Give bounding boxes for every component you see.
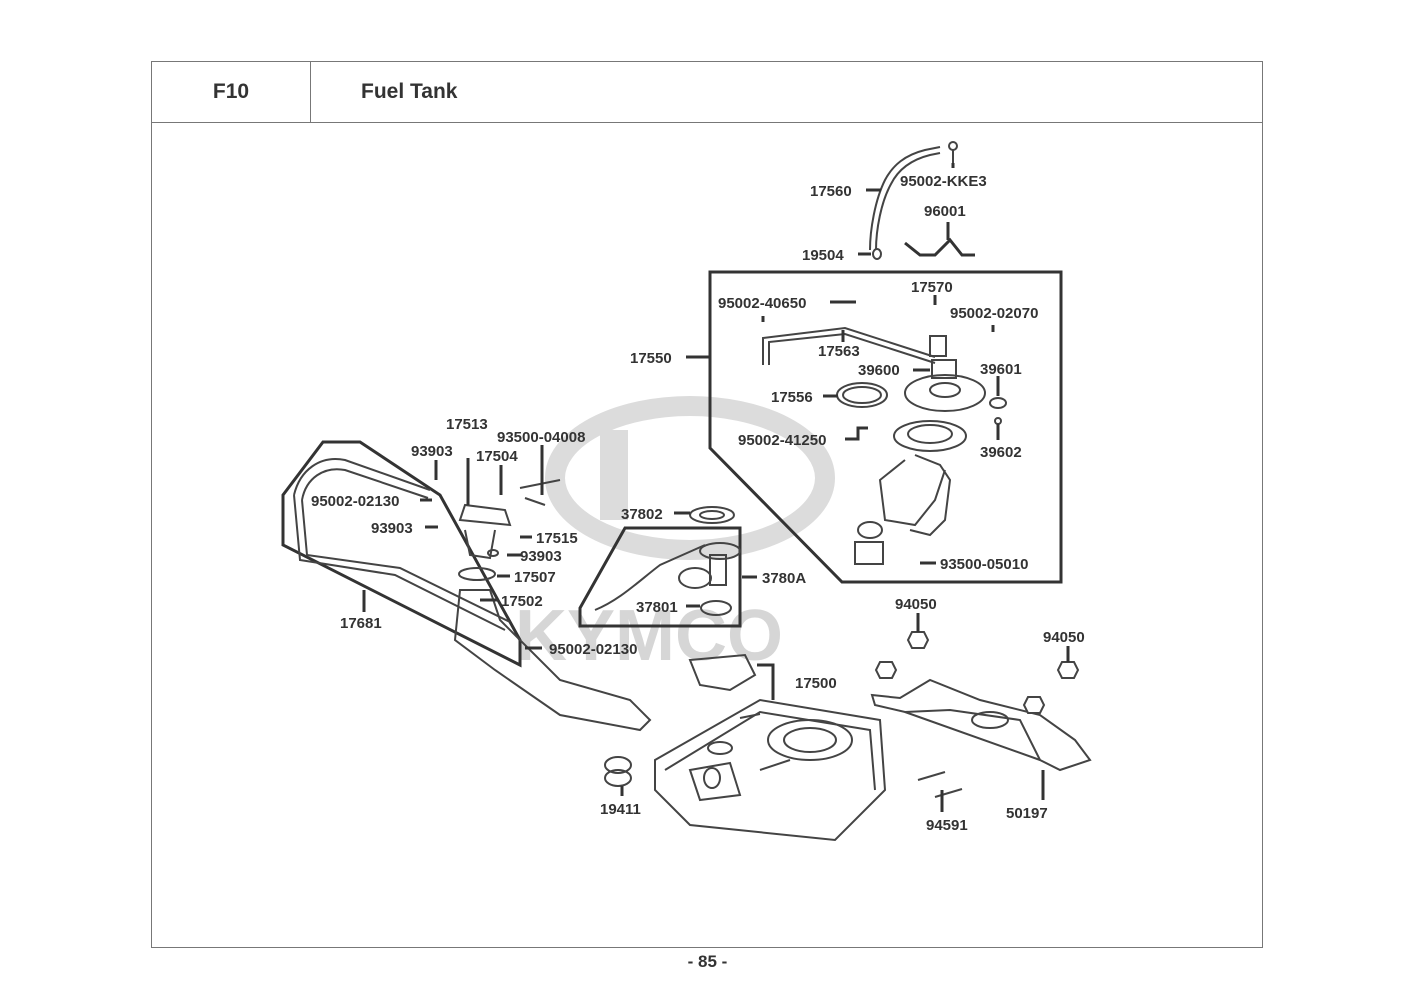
watermark-logo-ring [545,396,835,560]
group-box-17681 [281,440,522,668]
part-label: 17500 [795,675,837,692]
part-nut-94050-c [1056,661,1080,679]
part-pump-assembly [762,326,1007,565]
part-label: 17560 [810,183,852,200]
part-label: 94050 [895,596,937,613]
part-label: 93500-04008 [497,429,585,446]
part-label: 95002-02130 [549,641,637,658]
part-label: 37801 [636,599,678,616]
part-label: 94591 [926,817,968,834]
page-number: - 85 - [687,952,728,971]
part-filler-assembly [293,458,652,732]
part-label: 95002-02070 [950,305,1038,322]
part-label: 50197 [1006,805,1048,822]
part-clip-94591 [917,771,963,798]
part-label: 17515 [536,530,578,547]
part-fuel-tank-17500 [654,653,887,842]
part-nut-94050-a [906,631,930,649]
section-title: Fuel Tank [361,80,458,103]
section-header: F10 Fuel Tank [151,61,1263,122]
part-label: 17550 [630,350,672,367]
part-label: 19411 [600,801,641,818]
part-label: 95002-KKE3 [900,173,987,190]
kymco-watermark: KYMCO [515,396,835,676]
part-label: 37802 [621,506,663,523]
part-label: 95002-40650 [718,295,806,312]
group-box-3780A [578,526,742,628]
part-label: 39600 [858,362,900,379]
part-label: 94050 [1043,629,1085,646]
watermark-text: KYMCO [515,596,783,676]
part-nut-94050-d [1022,696,1046,714]
part-label: 17504 [476,448,518,465]
part-label: 93500-05010 [940,556,1028,573]
part-nut-94050-b [874,661,898,679]
part-label: 3780A [762,570,806,587]
part-label: 17570 [911,279,953,296]
part-label: 93903 [411,443,453,460]
part-label: 93903 [371,520,413,537]
part-label: 17681 [340,615,382,632]
part-label: 17563 [818,343,860,360]
part-label: 17513 [446,416,488,433]
part-label: 39601 [980,361,1022,378]
group-box-17550 [708,270,1063,584]
watermark-logo-bar [600,430,628,520]
part-label: 96001 [924,203,966,220]
part-label: 17556 [771,389,813,406]
part-label: 95002-02130 [311,493,399,510]
section-code: F10 [152,62,311,122]
part-label: 93903 [520,548,562,565]
part-label: 39602 [980,444,1022,461]
diagram-frame [151,122,1263,948]
part-label: 17502 [501,593,543,610]
part-labels: 17560 95002-KKE3 96001 19504 17570 95002… [311,173,1085,834]
part-harness-96001 [904,237,975,257]
part-clamp-19411 [604,756,632,787]
part-label: 19504 [802,247,844,264]
part-label: 17507 [514,569,556,586]
leader-lines [362,163,1070,812]
part-label: 95002-41250 [738,432,826,449]
part-bracket-50197 [870,678,1092,772]
part-hose-17560 [869,141,958,260]
part-fuel-pump-3780A [594,506,741,616]
